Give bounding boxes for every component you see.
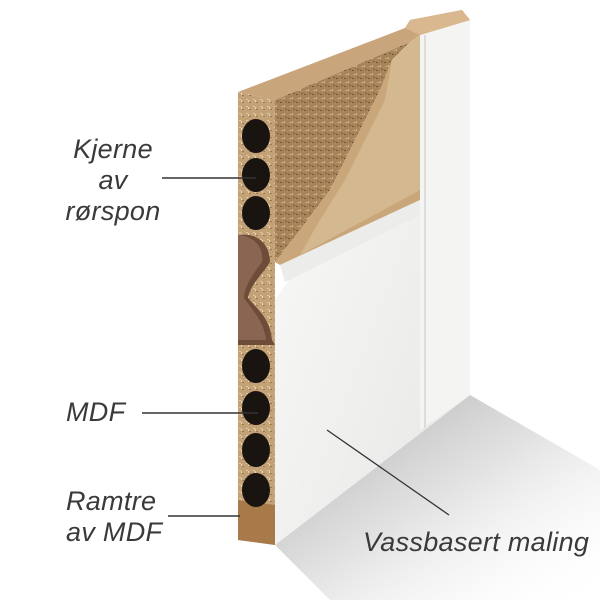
- top-edge: [238, 10, 470, 100]
- core-hole: [242, 391, 270, 425]
- core-hole: [242, 158, 270, 192]
- leader-line-paint: [326, 429, 450, 516]
- label-mdf: MDF: [66, 397, 125, 428]
- door-shadow: [275, 395, 600, 600]
- door-stile: [420, 20, 470, 430]
- label-frame-line-2: av MDF: [66, 517, 163, 547]
- door-panel-molding: [280, 200, 420, 282]
- core-hole: [242, 349, 270, 383]
- label-frame: Ramtre av MDF: [66, 486, 162, 548]
- label-core: Kjerne av rørspon: [58, 134, 168, 227]
- label-mdf-line-1: MDF: [66, 397, 126, 427]
- frame-mdf: [238, 500, 275, 545]
- core-hole: [242, 119, 270, 153]
- label-core-line-3: rørspon: [65, 196, 161, 226]
- core-hole: [242, 196, 270, 230]
- core-hole: [242, 473, 270, 507]
- label-paint-line-1: Vassbasert maling: [363, 527, 590, 557]
- core-hole: [242, 433, 270, 467]
- label-frame-line-1: Ramtre: [66, 486, 157, 516]
- label-core-line-1: Kjerne: [73, 134, 153, 164]
- label-core-line-2: av: [98, 165, 128, 195]
- core-chipboard: [275, 42, 410, 262]
- label-paint: Vassbasert maling: [363, 527, 589, 558]
